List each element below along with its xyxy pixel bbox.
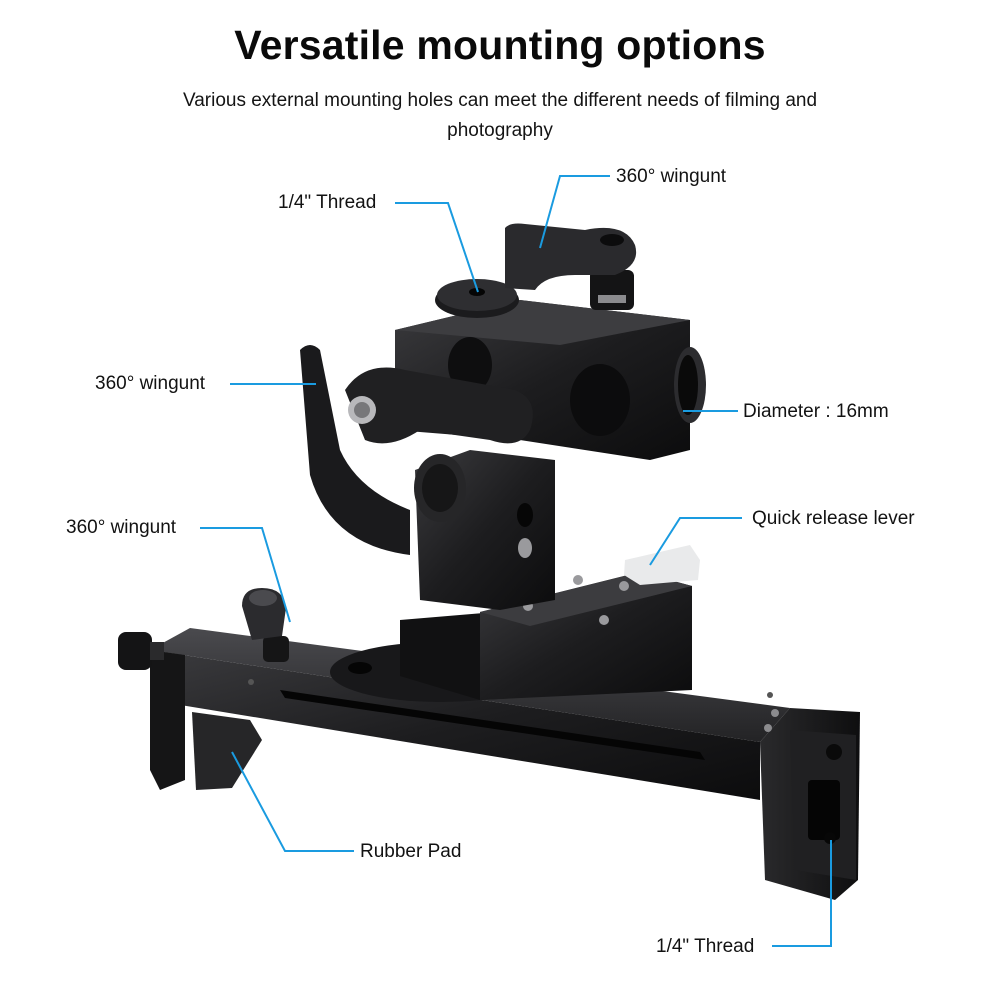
callout-thread-top: 1/4" Thread <box>278 192 377 213</box>
quick-release-lever-shape <box>624 545 700 585</box>
leader-wingnut-lower <box>200 527 291 623</box>
callout-wingnut-left: 360° wingunt <box>95 373 206 394</box>
leader-wingnut-top <box>539 175 610 249</box>
page-subtitle: Various external mounting holes can meet… <box>182 90 818 141</box>
callout-diameter: Diameter : 16mm <box>743 401 889 422</box>
left-wingnut-handle <box>300 345 410 555</box>
callout-wingnut-top: 360° wingunt <box>616 166 727 187</box>
lower-wingnut <box>242 588 289 662</box>
page-title: Versatile mounting options <box>234 22 766 68</box>
rod-clamp <box>345 279 706 460</box>
leader-rubber-pad <box>231 751 354 852</box>
vertical-arm <box>414 450 555 610</box>
top-wingnut <box>505 223 637 310</box>
callout-rubber-pad: Rubber Pad <box>360 841 462 862</box>
leader-thread-top <box>395 202 479 293</box>
rubber-pad-shape <box>192 712 262 790</box>
leader-thread-bottom <box>772 840 832 947</box>
callout-wingnut-lower: 360° wingunt <box>66 517 177 538</box>
callout-quick-release: Quick release lever <box>752 508 915 529</box>
leader-quick-release <box>649 517 742 566</box>
knurled-knob <box>118 632 164 670</box>
rod-hole <box>678 355 698 415</box>
callout-thread-bottom: 1/4" Thread <box>656 936 755 957</box>
bottom-thread-hole <box>824 832 836 844</box>
leader-lines <box>200 175 832 947</box>
